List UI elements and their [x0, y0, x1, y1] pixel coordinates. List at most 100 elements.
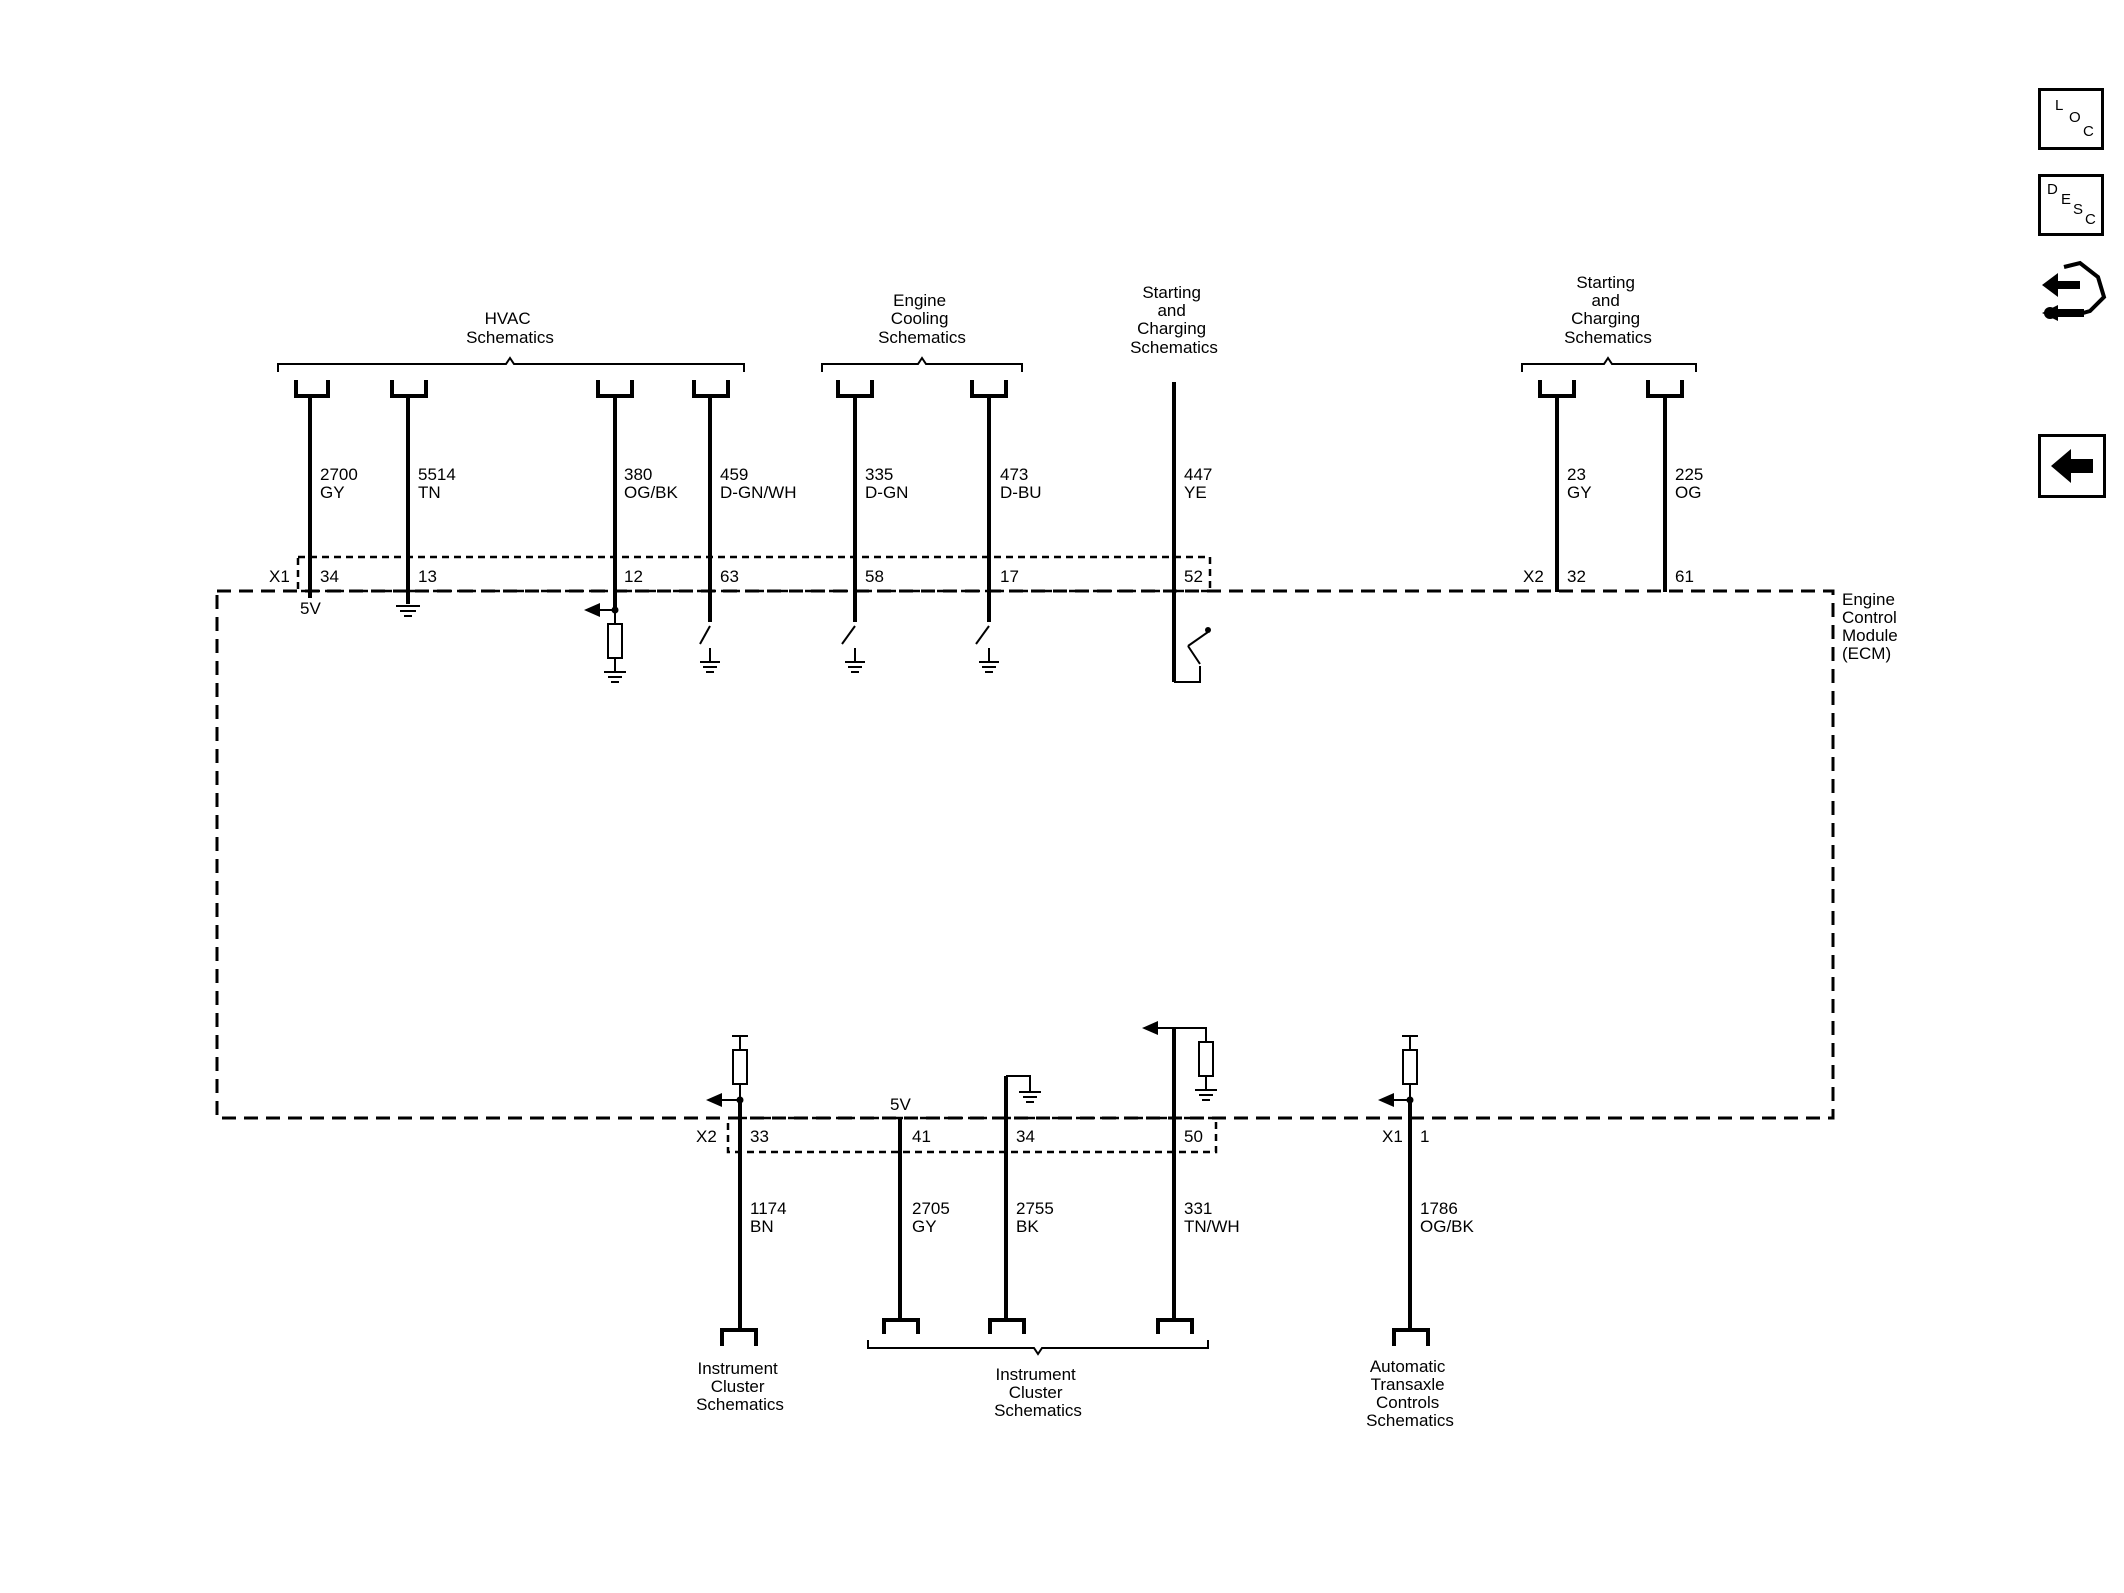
svg-text:BN: BN	[750, 1217, 774, 1236]
desc-letter-s: S	[2073, 201, 2084, 218]
svg-text:459: 459	[720, 465, 748, 484]
voltage-5v-top: 5V	[300, 599, 321, 618]
svg-text:TN/WH: TN/WH	[1184, 1217, 1240, 1236]
desc-letter-e: E	[2061, 191, 2072, 208]
bottom-terminals	[720, 1318, 1430, 1346]
svg-text:OG/BK: OG/BK	[624, 483, 679, 502]
ground-symbol	[845, 661, 865, 673]
svg-text:2755: 2755	[1016, 1199, 1054, 1218]
group-starting-charging-2-label: Starting and Charging Schematics	[1564, 273, 1652, 347]
svg-text:GY: GY	[1567, 483, 1592, 502]
description-button[interactable]: D E S C	[2038, 174, 2104, 236]
group-hvac-label: HVAC Schematics	[466, 309, 554, 347]
connector-tool-icon[interactable]	[2042, 260, 2107, 321]
top-pin-numbers: 34 13 12 63 58 17 52 32 61	[320, 567, 1694, 586]
group-instrument-cluster-2-label: Instrument Cluster Schematics	[994, 1365, 1082, 1420]
svg-text:331: 331	[1184, 1199, 1212, 1218]
connector-x2-bottom-outline	[726, 1116, 1218, 1154]
svg-text:BK: BK	[1016, 1217, 1039, 1236]
svg-text:OG: OG	[1675, 483, 1701, 502]
svg-text:34: 34	[1016, 1127, 1035, 1146]
svg-text:1174: 1174	[750, 1199, 787, 1218]
ground-symbol	[979, 661, 999, 673]
group-starting-charging-1-label: Starting and Charging Schematics	[1130, 283, 1218, 357]
connector-x2-bottom: X2	[696, 1127, 717, 1146]
svg-text:17: 17	[1000, 567, 1019, 586]
group-instrument-cluster-1-label: Instrument Cluster Schematics	[696, 1359, 784, 1414]
desc-letter-d: D	[2047, 181, 2058, 198]
connector-x2-top: X2	[1523, 567, 1544, 586]
resistor-symbol	[732, 1049, 748, 1085]
group-hvac-brace	[277, 356, 745, 372]
svg-text:447: 447	[1184, 465, 1212, 484]
svg-text:380: 380	[624, 465, 652, 484]
bottom-wire-labels: 1174 BN 2705 GY 2755 BK 331 TN/WH 1786 O…	[750, 1199, 1475, 1236]
group-automatic-transaxle-label: Automatic Transaxle Controls Schematics	[1366, 1357, 1454, 1430]
top-wire-labels: 2700 GY 5514 TN 380 OG/BK 459 D-GN/WH 33…	[320, 465, 1703, 502]
connector-x1-top: X1	[269, 567, 290, 586]
svg-text:33: 33	[750, 1127, 769, 1146]
svg-text:D-GN/WH: D-GN/WH	[720, 483, 796, 502]
loc-letter-l: L	[2055, 97, 2064, 114]
connector-x1-top-outline	[296, 555, 1212, 593]
voltage-5v-bottom: 5V	[890, 1095, 911, 1114]
group-engine-cooling-label: Engine Cooling Schematics	[878, 291, 966, 347]
svg-text:58: 58	[865, 567, 884, 586]
svg-text:YE: YE	[1184, 483, 1207, 502]
back-arrow-icon	[2051, 449, 2093, 483]
svg-text:23: 23	[1567, 465, 1586, 484]
arrow-left-icon	[1142, 1021, 1158, 1035]
ground-symbol	[604, 671, 626, 683]
svg-text:GY: GY	[912, 1217, 937, 1236]
svg-text:12: 12	[624, 567, 643, 586]
switch-symbol	[1187, 645, 1201, 665]
svg-text:50: 50	[1184, 1127, 1203, 1146]
group-instrument-cluster-2-brace	[867, 1340, 1209, 1356]
bottom-pin-numbers: 33 41 34 50 1	[750, 1127, 1429, 1146]
ground-symbol	[1019, 1091, 1041, 1103]
switch-symbol	[975, 625, 990, 645]
svg-text:61: 61	[1675, 567, 1694, 586]
ground-symbol	[1195, 1089, 1217, 1101]
connector-x1-bottom: X1	[1382, 1127, 1403, 1146]
svg-text:225: 225	[1675, 465, 1703, 484]
group-starting-charging-2-brace	[1521, 356, 1697, 372]
resistor-symbol	[1402, 1049, 1418, 1085]
svg-text:5514: 5514	[418, 465, 456, 484]
svg-text:473: 473	[1000, 465, 1028, 484]
svg-text:63: 63	[720, 567, 739, 586]
svg-text:41: 41	[912, 1127, 931, 1146]
svg-text:34: 34	[320, 567, 339, 586]
svg-text:OG/BK: OG/BK	[1420, 1217, 1475, 1236]
svg-text:D-GN: D-GN	[865, 483, 908, 502]
ground-symbol	[396, 605, 420, 617]
ecm-module-outline	[215, 589, 1835, 1120]
svg-text:1786: 1786	[1420, 1199, 1458, 1218]
arrow-left-icon	[584, 603, 600, 617]
svg-text:GY: GY	[320, 483, 345, 502]
back-button[interactable]	[2038, 434, 2106, 498]
ground-symbol	[700, 661, 720, 673]
arrow-left-icon	[706, 1093, 722, 1107]
svg-text:335: 335	[865, 465, 893, 484]
loc-letter-o: O	[2069, 109, 2081, 126]
svg-text:32: 32	[1567, 567, 1586, 586]
group-engine-cooling-brace	[821, 356, 1023, 372]
switch-symbol	[841, 625, 856, 645]
svg-text:2705: 2705	[912, 1199, 950, 1218]
svg-text:D-BU: D-BU	[1000, 483, 1042, 502]
svg-text:52: 52	[1184, 567, 1203, 586]
svg-text:1: 1	[1420, 1127, 1429, 1146]
switch-symbol	[699, 625, 711, 645]
svg-text:2700: 2700	[320, 465, 358, 484]
desc-letter-c: C	[2085, 211, 2096, 228]
ecm-label: Engine Control Module (ECM)	[1842, 590, 1903, 663]
svg-text:TN: TN	[418, 483, 441, 502]
arrow-left-icon	[1378, 1093, 1394, 1107]
top-terminals	[294, 380, 1684, 398]
location-button[interactable]: L O C	[2038, 88, 2104, 150]
svg-text:13: 13	[418, 567, 437, 586]
resistor-symbol	[1198, 1041, 1214, 1077]
resistor-symbol	[607, 623, 623, 659]
